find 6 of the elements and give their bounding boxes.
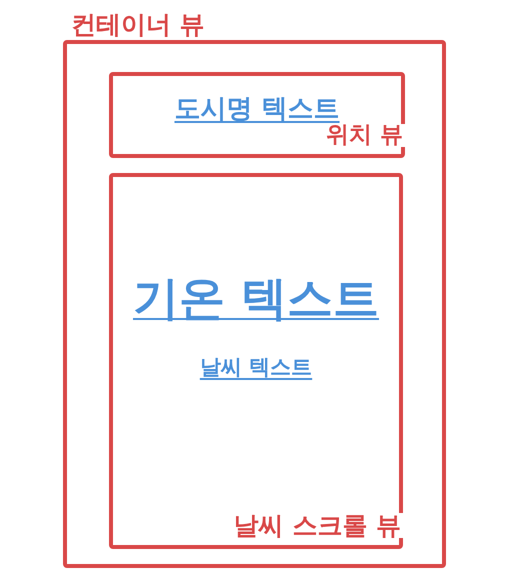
view-frame	[109, 173, 403, 549]
view-frame	[109, 72, 405, 158]
frame-title: 위치 뷰	[324, 124, 405, 147]
text-label: 날씨 텍스트	[200, 357, 312, 378]
text-label: 기온 텍스트	[133, 275, 379, 321]
text-label: 도시명 텍스트	[174, 96, 340, 122]
